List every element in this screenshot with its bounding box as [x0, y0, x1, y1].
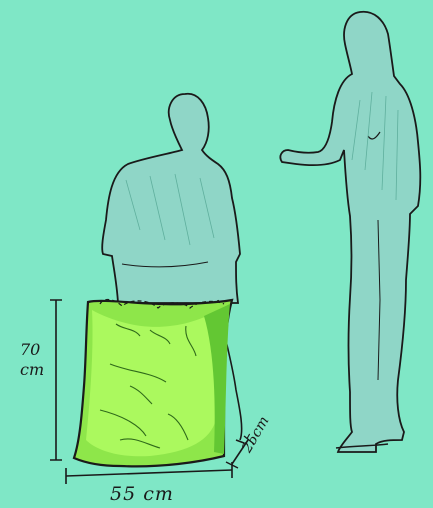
height-label-unit: cm	[20, 362, 44, 378]
bean-bag-highlight	[86, 306, 226, 456]
width-label: 55 cm	[110, 485, 174, 504]
height-label-value: 70	[20, 342, 40, 358]
bean-bag	[74, 300, 232, 467]
